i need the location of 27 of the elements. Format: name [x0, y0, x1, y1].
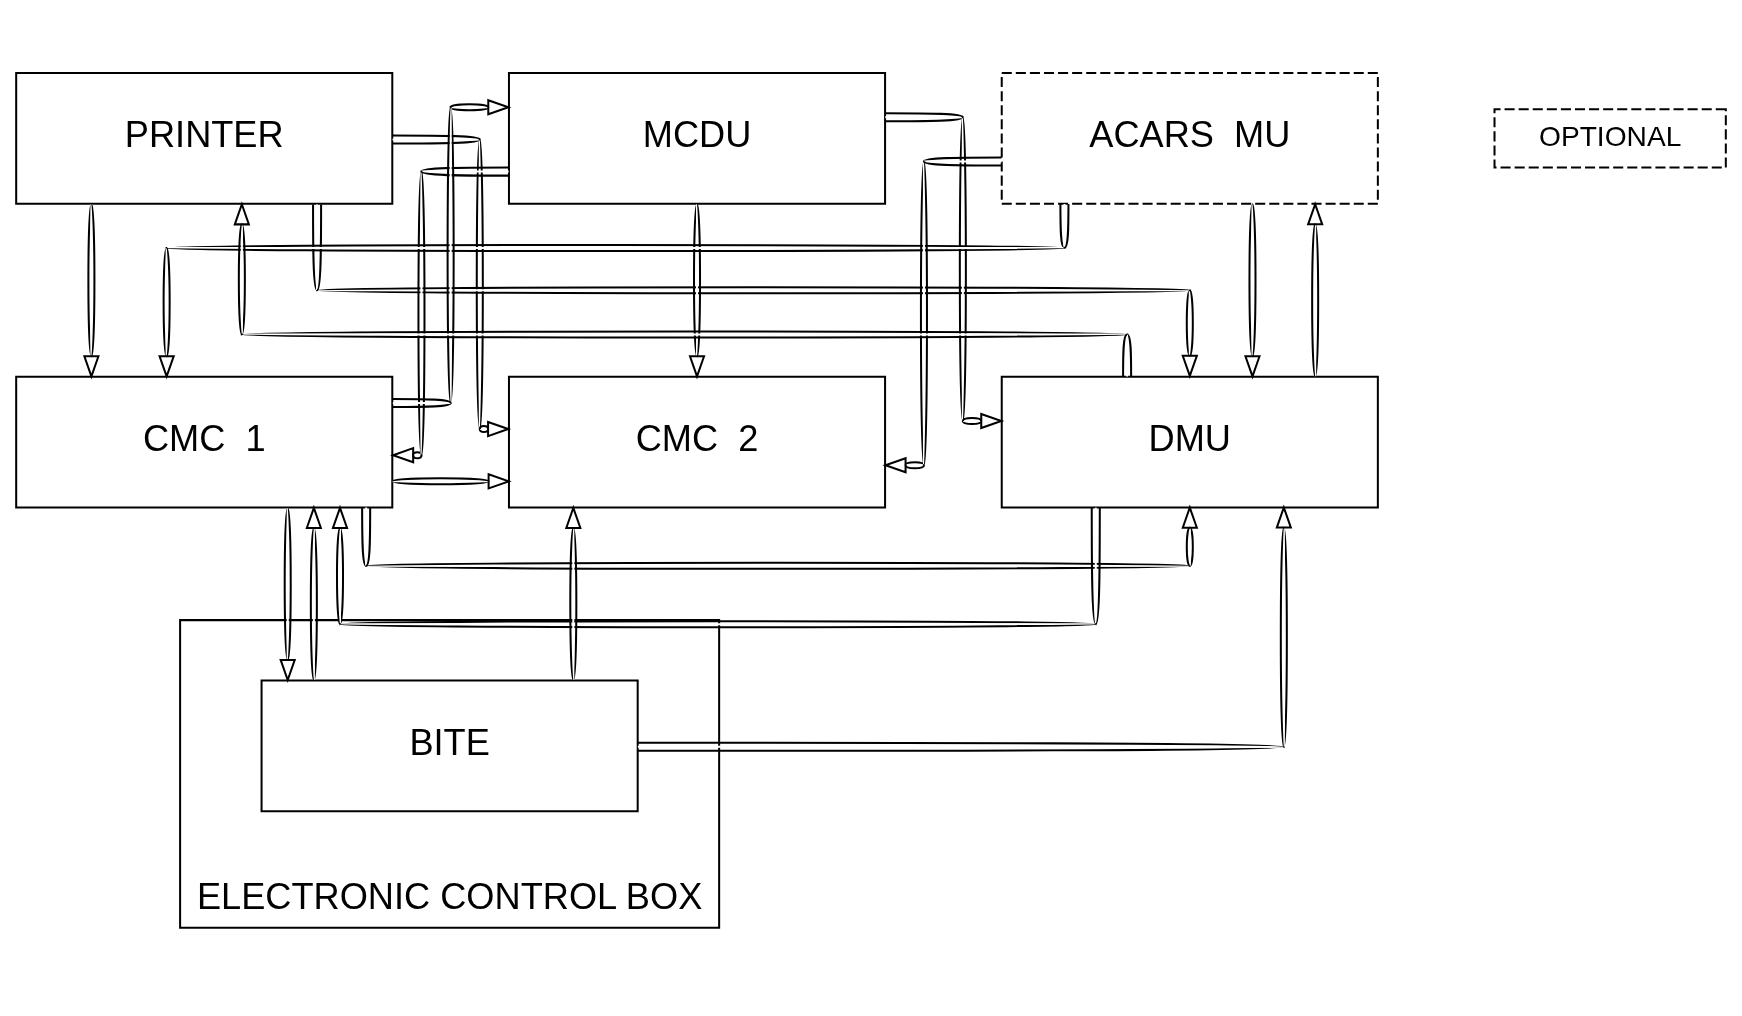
arrow	[279, 507, 297, 683]
arrow	[564, 504, 582, 680]
arrow	[392, 472, 512, 490]
arrow	[390, 166, 509, 464]
arrow	[1306, 200, 1324, 377]
node-box: MCDU	[507, 71, 887, 205]
arrow	[392, 98, 512, 408]
arrow	[312, 204, 1199, 379]
arrow	[392, 133, 512, 437]
arrow	[305, 504, 323, 680]
arrow	[158, 203, 1070, 379]
legend-label: OPTIONAL	[1539, 120, 1682, 152]
node-box: ACARS MU	[1000, 71, 1379, 205]
arrow	[233, 200, 1133, 376]
arrow	[361, 504, 1199, 570]
arrow	[637, 503, 1293, 752]
node-box: CMC 1	[15, 375, 394, 508]
arrow	[885, 111, 1005, 429]
arrow	[882, 156, 1002, 474]
node-box: CMC 2	[507, 375, 887, 508]
arrow	[1244, 203, 1261, 379]
node-box: DMU	[1000, 375, 1379, 508]
arrow	[688, 203, 706, 379]
node-box: PRINTER	[15, 71, 394, 205]
arrow	[82, 203, 100, 379]
node-box: BITE	[260, 678, 639, 812]
arrow	[331, 504, 1101, 628]
